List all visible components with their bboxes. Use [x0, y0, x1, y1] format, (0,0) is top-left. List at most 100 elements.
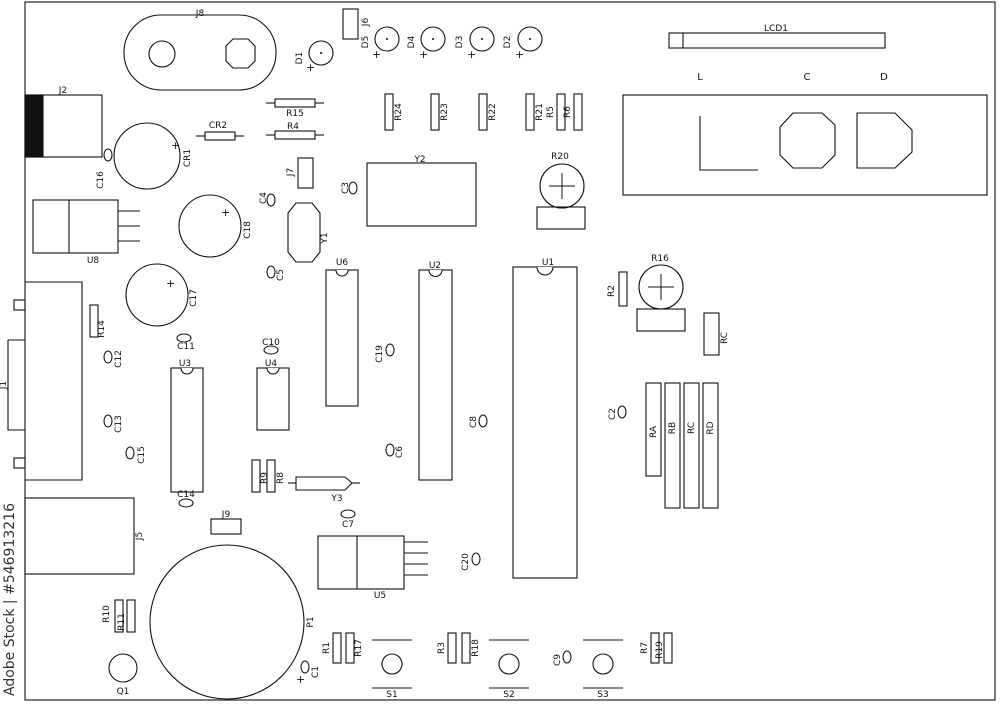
- label-ra: RA: [649, 425, 659, 438]
- label-rd: RD: [706, 421, 716, 434]
- plus-c18: +: [221, 206, 230, 219]
- resistor-r8: [266, 459, 276, 493]
- resistor-r3: [447, 632, 457, 664]
- label-c19: C19: [375, 345, 385, 363]
- label-p1: P1: [306, 616, 316, 627]
- diode-cr2: [204, 131, 236, 141]
- regulator-u8: [32, 199, 119, 254]
- label-r19: R19: [655, 641, 665, 659]
- plus-c17: +: [166, 277, 175, 290]
- switch-s3: [592, 653, 614, 675]
- led-d4: [420, 26, 446, 52]
- label-r2: R2: [607, 285, 617, 297]
- label-c12: C12: [114, 350, 124, 368]
- lcd-letter-c: [779, 112, 836, 169]
- label-r9: R9: [260, 472, 270, 484]
- label-j7: J7: [286, 168, 296, 177]
- resistor-r5: [556, 93, 566, 131]
- capacitor-c14: [178, 498, 194, 508]
- header-j7: [297, 157, 314, 189]
- label-c2: C2: [608, 408, 618, 420]
- plus-d2: +: [515, 48, 524, 61]
- label-r23: R23: [440, 103, 450, 121]
- capacitor-cr1: [113, 122, 181, 190]
- label-u3: U3: [179, 359, 191, 369]
- label-j1: J1: [0, 381, 9, 390]
- crystal-y3: [295, 476, 353, 491]
- capacitor-c20: [471, 552, 481, 566]
- crystal-y1: [287, 202, 321, 263]
- resistor-r1: [332, 632, 342, 664]
- header-j6: [342, 8, 359, 40]
- resistor-array-rb: [664, 382, 681, 509]
- resistor-r4: [274, 130, 316, 140]
- capacitor-c17: [125, 263, 189, 327]
- resistor-r15: [274, 98, 316, 108]
- resistor-r7: [650, 632, 660, 664]
- transistor-q1: [108, 653, 138, 683]
- j8-hole-right: [225, 38, 256, 69]
- capacitor-c10: [263, 345, 279, 355]
- label-r7: R7: [640, 642, 650, 654]
- label-rc-small: RC: [720, 332, 730, 344]
- resistor-r14: [89, 304, 99, 338]
- label-q1: Q1: [117, 687, 130, 697]
- plus-cr1: +: [171, 139, 180, 152]
- label-c17: C17: [189, 289, 199, 307]
- led-d1: [308, 40, 334, 66]
- watermark-text: Adobe Stock | #546913216: [2, 503, 18, 696]
- lcd1-header: [668, 32, 886, 49]
- label-y1: Y1: [320, 232, 330, 244]
- plus-d5: +: [372, 48, 381, 61]
- plus-c1: +: [296, 673, 305, 686]
- label-rb: RB: [668, 422, 678, 434]
- resistor-r19: [663, 632, 673, 664]
- led-d2: [517, 26, 543, 52]
- capacitor-c5: [266, 265, 276, 279]
- switch-s1: [381, 653, 403, 675]
- label-j5: J5: [135, 532, 145, 541]
- label-c11: C11: [177, 342, 195, 352]
- label-c6: C6: [395, 446, 405, 458]
- capacitor-c9: [562, 650, 572, 664]
- label-c4: C4: [259, 192, 269, 204]
- label-u1: U1: [542, 258, 554, 268]
- label-r6: R6: [563, 106, 573, 118]
- capacitor-c12: [103, 350, 113, 364]
- label-r3: R3: [437, 642, 447, 654]
- resistor-r11: [126, 599, 136, 633]
- capacitor-c2: [617, 405, 627, 419]
- label-s1: S1: [386, 690, 397, 700]
- label-d3: D3: [455, 36, 465, 49]
- label-r17: R17: [354, 639, 364, 657]
- label-r20: R20: [551, 152, 569, 162]
- label-cr2: CR2: [209, 121, 227, 131]
- resistor-r2: [618, 271, 628, 307]
- crystal-y2: [366, 162, 477, 227]
- lcd-text-d: D: [880, 72, 888, 83]
- label-r5: R5: [546, 106, 556, 118]
- plus-d3: +: [467, 48, 476, 61]
- label-d2: D2: [503, 36, 513, 49]
- connector-j5: [24, 497, 135, 575]
- resistor-r24: [384, 93, 394, 131]
- capacitor-c18: [178, 194, 242, 258]
- plus-d1: +: [306, 61, 315, 74]
- label-c14: C14: [177, 490, 195, 500]
- label-s3: S3: [597, 690, 608, 700]
- label-r21: R21: [535, 103, 545, 121]
- resistor-r18: [461, 632, 471, 664]
- resistor-r22: [478, 93, 488, 131]
- label-c16: C16: [96, 171, 106, 189]
- label-c15: C15: [137, 446, 147, 464]
- resistor-rc-small: [703, 312, 720, 356]
- label-r1: R1: [322, 642, 332, 654]
- capacitor-c3: [348, 181, 358, 195]
- label-r22: R22: [488, 103, 498, 121]
- j8-connector: [123, 14, 277, 91]
- label-u8: U8: [87, 256, 100, 266]
- board-outline: [24, 1, 996, 701]
- resistor-r9: [251, 459, 261, 493]
- label-c1: C1: [311, 666, 321, 678]
